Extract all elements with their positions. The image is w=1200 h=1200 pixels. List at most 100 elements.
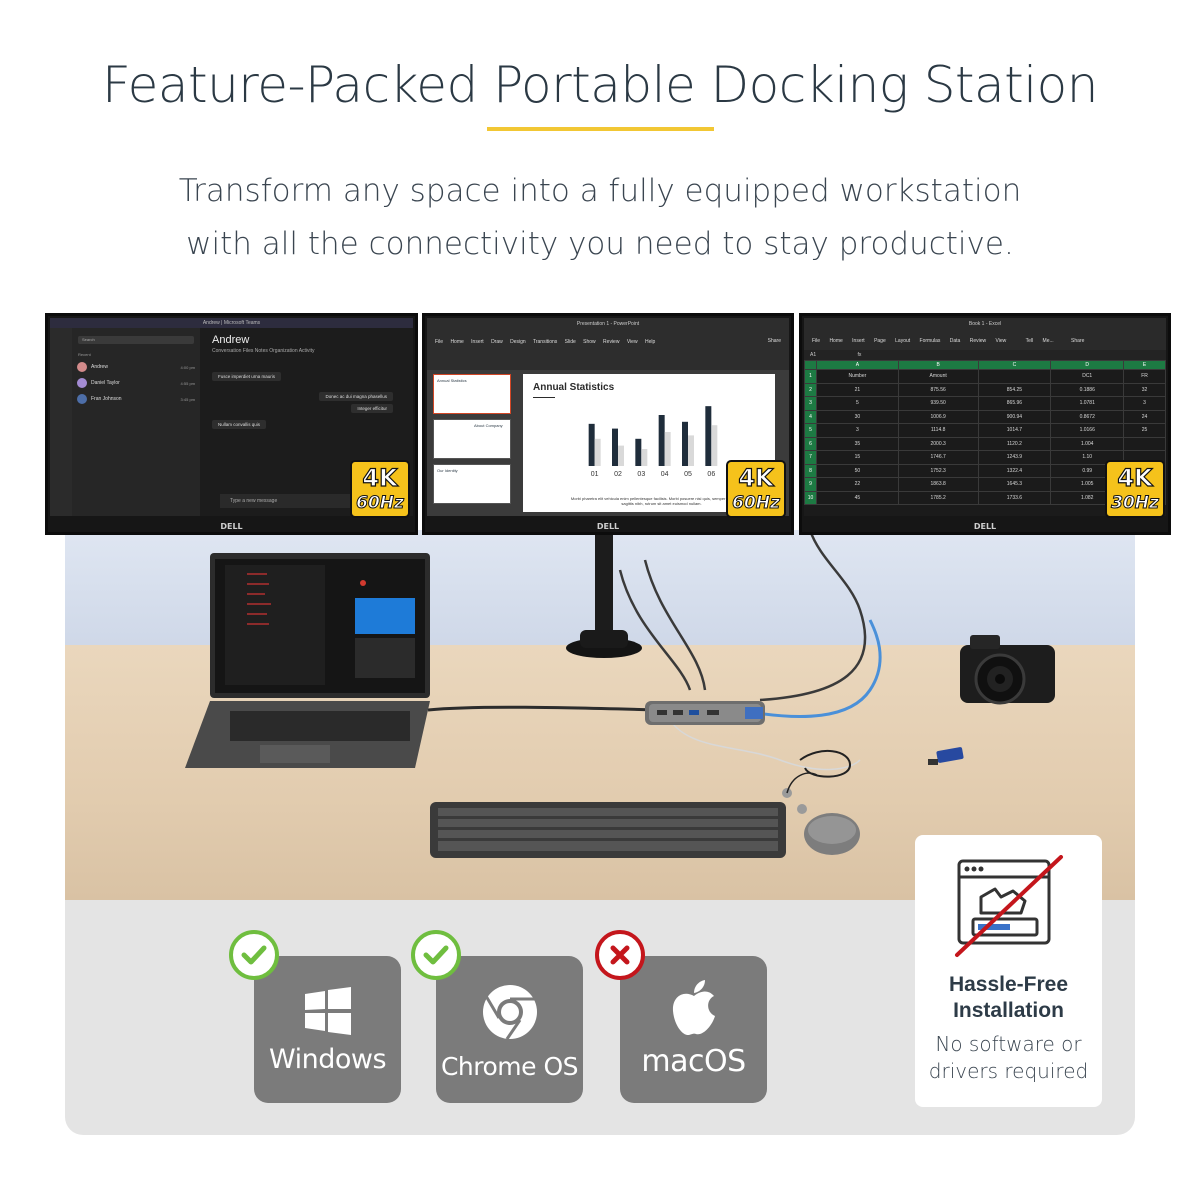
cell[interactable]: 1645.3 — [977, 477, 1052, 492]
teams-app-rail[interactable] — [50, 328, 72, 516]
bar-dark — [612, 428, 618, 466]
cell[interactable]: 900.94 — [977, 409, 1052, 424]
x-tick-label: 03 — [637, 471, 645, 478]
cell[interactable]: FR — [1123, 369, 1166, 384]
cell[interactable]: 1863.8 — [897, 477, 979, 492]
cell[interactable]: Number — [816, 369, 899, 384]
windows-logo-icon — [305, 987, 351, 1035]
cell[interactable]: 1243.9 — [977, 450, 1052, 465]
cell[interactable]: 1006.9 — [897, 409, 979, 424]
row-number[interactable]: 10 — [804, 490, 817, 505]
contact-time: 4:00 pm — [180, 364, 195, 370]
cell[interactable]: 1746.7 — [897, 450, 979, 465]
contact-item[interactable]: Fran Johnson 3:45 pm — [72, 391, 200, 407]
cell[interactable] — [1123, 436, 1166, 451]
cell[interactable]: Amount — [897, 369, 979, 384]
bar-light — [641, 449, 648, 466]
cell[interactable]: 1785.2 — [897, 490, 979, 505]
row-number[interactable]: 7 — [804, 450, 817, 465]
cell[interactable]: 1733.6 — [977, 490, 1052, 505]
ppt-menu[interactable]: File Home Insert Draw Design Transitions… — [435, 339, 656, 345]
slide-thumb[interactable]: Our Identity — [433, 464, 511, 504]
row-number[interactable]: 6 — [804, 436, 817, 451]
row-number[interactable]: 2 — [804, 382, 817, 397]
avatar — [77, 362, 87, 372]
formula-bar[interactable]: A1 fx — [804, 350, 1166, 360]
os-label: macOS — [641, 1044, 746, 1079]
row-number[interactable]: 9 — [804, 477, 817, 492]
cell[interactable]: 35 — [816, 436, 899, 451]
os-label: Windows — [268, 1044, 387, 1075]
contact-time: 3:45 pm — [180, 396, 195, 402]
laptop — [185, 553, 430, 768]
install-title: Hassle-Free Installation — [915, 972, 1102, 1024]
badge-refresh: 30Hz — [1111, 493, 1160, 514]
cell-reference[interactable]: A1 — [810, 352, 817, 358]
supported-check-icon — [229, 930, 279, 980]
corner-cell[interactable] — [804, 360, 817, 370]
slide-thumb[interactable]: About Company — [433, 419, 511, 459]
cell[interactable]: 875.56 — [897, 382, 979, 397]
contact-item[interactable]: Daniel Taylor 4:55 pm — [72, 375, 200, 391]
cell[interactable]: 1322.4 — [977, 463, 1052, 478]
4k-60hz-badge: 4K 60Hz — [726, 460, 786, 518]
cell[interactable]: 865.96 — [977, 396, 1052, 411]
column-header[interactable]: A — [816, 360, 899, 370]
cell[interactable]: 939.50 — [897, 396, 979, 411]
share-button[interactable]: Share — [767, 338, 781, 344]
cell[interactable]: 854.25 — [977, 382, 1052, 397]
cell[interactable]: 24 — [1123, 409, 1166, 424]
cell[interactable]: 0.8672 — [1050, 409, 1125, 424]
cell[interactable]: 1120.2 — [977, 436, 1052, 451]
cell[interactable]: 15 — [816, 450, 899, 465]
teams-chat-list: Search Recent Andrew 4:00 pm Daniel Tayl… — [72, 328, 200, 516]
cell[interactable]: 22 — [816, 477, 899, 492]
column-header[interactable]: C — [977, 360, 1052, 370]
excel-menu-items[interactable]: File Home Insert Page Layout Formulas Da… — [812, 338, 1007, 344]
column-header[interactable]: E — [1123, 360, 1166, 370]
cell[interactable]: 1.0166 — [1050, 423, 1125, 438]
row-number[interactable]: 1 — [804, 369, 817, 384]
row-number[interactable]: 5 — [804, 423, 817, 438]
tell-me-input[interactable]: Tell Me... — [1025, 338, 1054, 344]
cell[interactable]: DC1 — [1050, 369, 1125, 384]
cell[interactable]: 0.1886 — [1050, 382, 1125, 397]
no-software-install-icon — [955, 855, 1063, 957]
cell[interactable]: 32 — [1123, 382, 1166, 397]
cell[interactable]: 1.0781 — [1050, 396, 1125, 411]
cell[interactable]: 1.004 — [1050, 436, 1125, 451]
cell[interactable]: 30 — [816, 409, 899, 424]
excel-menu[interactable]: File Home Insert Page Layout Formulas Da… — [804, 318, 1166, 350]
row-number[interactable]: 8 — [804, 463, 817, 478]
badge-refresh: 60Hz — [356, 493, 405, 514]
cell[interactable]: 1014.7 — [977, 423, 1052, 438]
search-input[interactable]: Search — [78, 336, 194, 344]
row-number[interactable]: 4 — [804, 409, 817, 424]
cell[interactable]: 50 — [816, 463, 899, 478]
cell[interactable]: 25 — [1123, 423, 1166, 438]
cables — [427, 530, 882, 778]
chat-tabs[interactable]: Conversation Files Notes Organization Ac… — [212, 348, 315, 354]
badge-resolution: 4K — [362, 463, 398, 492]
contact-item[interactable]: Andrew 4:00 pm — [72, 359, 200, 375]
cell[interactable]: 2000.3 — [897, 436, 979, 451]
share-button[interactable]: Share — [1071, 338, 1085, 344]
column-header[interactable]: B — [897, 360, 979, 370]
cell[interactable]: 45 — [816, 490, 899, 505]
cell[interactable]: 3 — [816, 423, 899, 438]
cell[interactable]: 1114.8 — [897, 423, 979, 438]
column-header[interactable]: D — [1050, 360, 1125, 370]
row-number[interactable]: 3 — [804, 396, 817, 411]
cell[interactable]: 1752.3 — [897, 463, 979, 478]
cell[interactable]: 5 — [816, 396, 899, 411]
dell-logo: DELL — [220, 522, 243, 531]
cell[interactable] — [977, 369, 1052, 384]
cell[interactable]: 3 — [1123, 396, 1166, 411]
cell[interactable]: 21 — [816, 382, 899, 397]
title-underline — [487, 127, 714, 131]
monitor-right: Book 1 - Excel File Home Insert Page Lay… — [799, 313, 1171, 535]
slide-thumb[interactable]: Annual Statistics — [433, 374, 511, 414]
